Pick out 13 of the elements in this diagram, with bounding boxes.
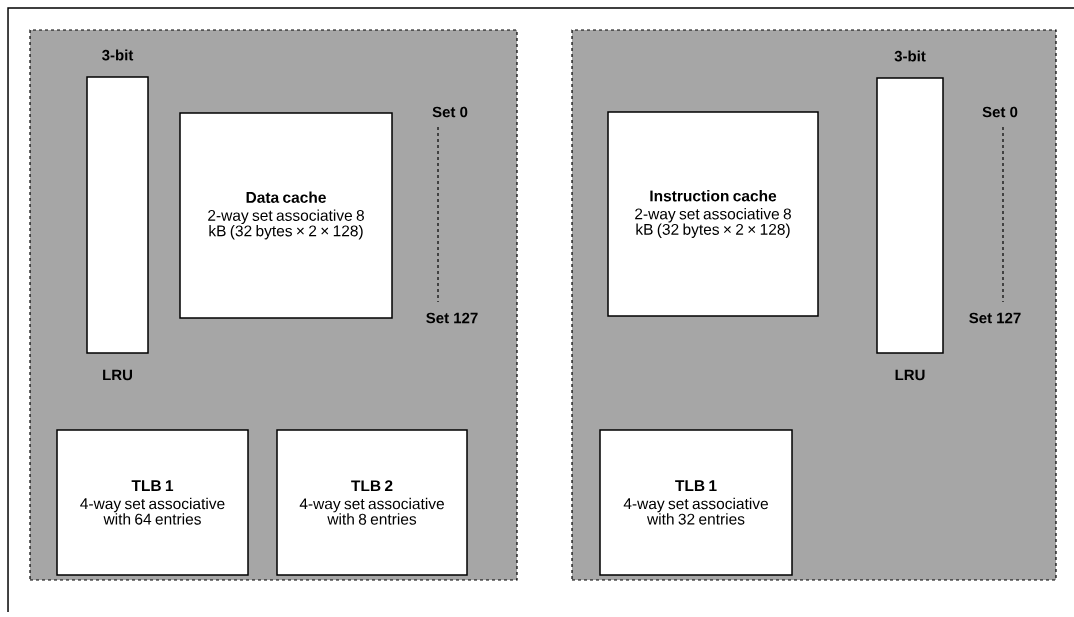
cache-box: TLB 2 4-way set associative with 8 entries — [276, 429, 468, 576]
bar-label: 3-bit — [102, 49, 134, 61]
bar-label: LRU — [895, 369, 925, 381]
cache-box: Instruction cache 2-way set associative 8 kB (32 bytes × 2 × 128) — [607, 111, 819, 317]
cache-box: TLB 1 4-way set associative with 32 entries — [599, 429, 793, 576]
cache-box: Data cache 2-way set associative 8 kB (32 bytes × 2 × 128) — [179, 112, 393, 319]
cache-box: TLB 1 4-way set associative with 64 entries — [56, 429, 249, 576]
set-label: Set 127 — [969, 312, 1021, 324]
set-label: Set 0 — [982, 106, 1018, 118]
set-label: Set 0 — [432, 106, 468, 118]
bar-label: LRU — [103, 369, 132, 381]
bar-label: 3-bit — [894, 50, 926, 62]
set-label: Set 127 — [426, 312, 478, 324]
